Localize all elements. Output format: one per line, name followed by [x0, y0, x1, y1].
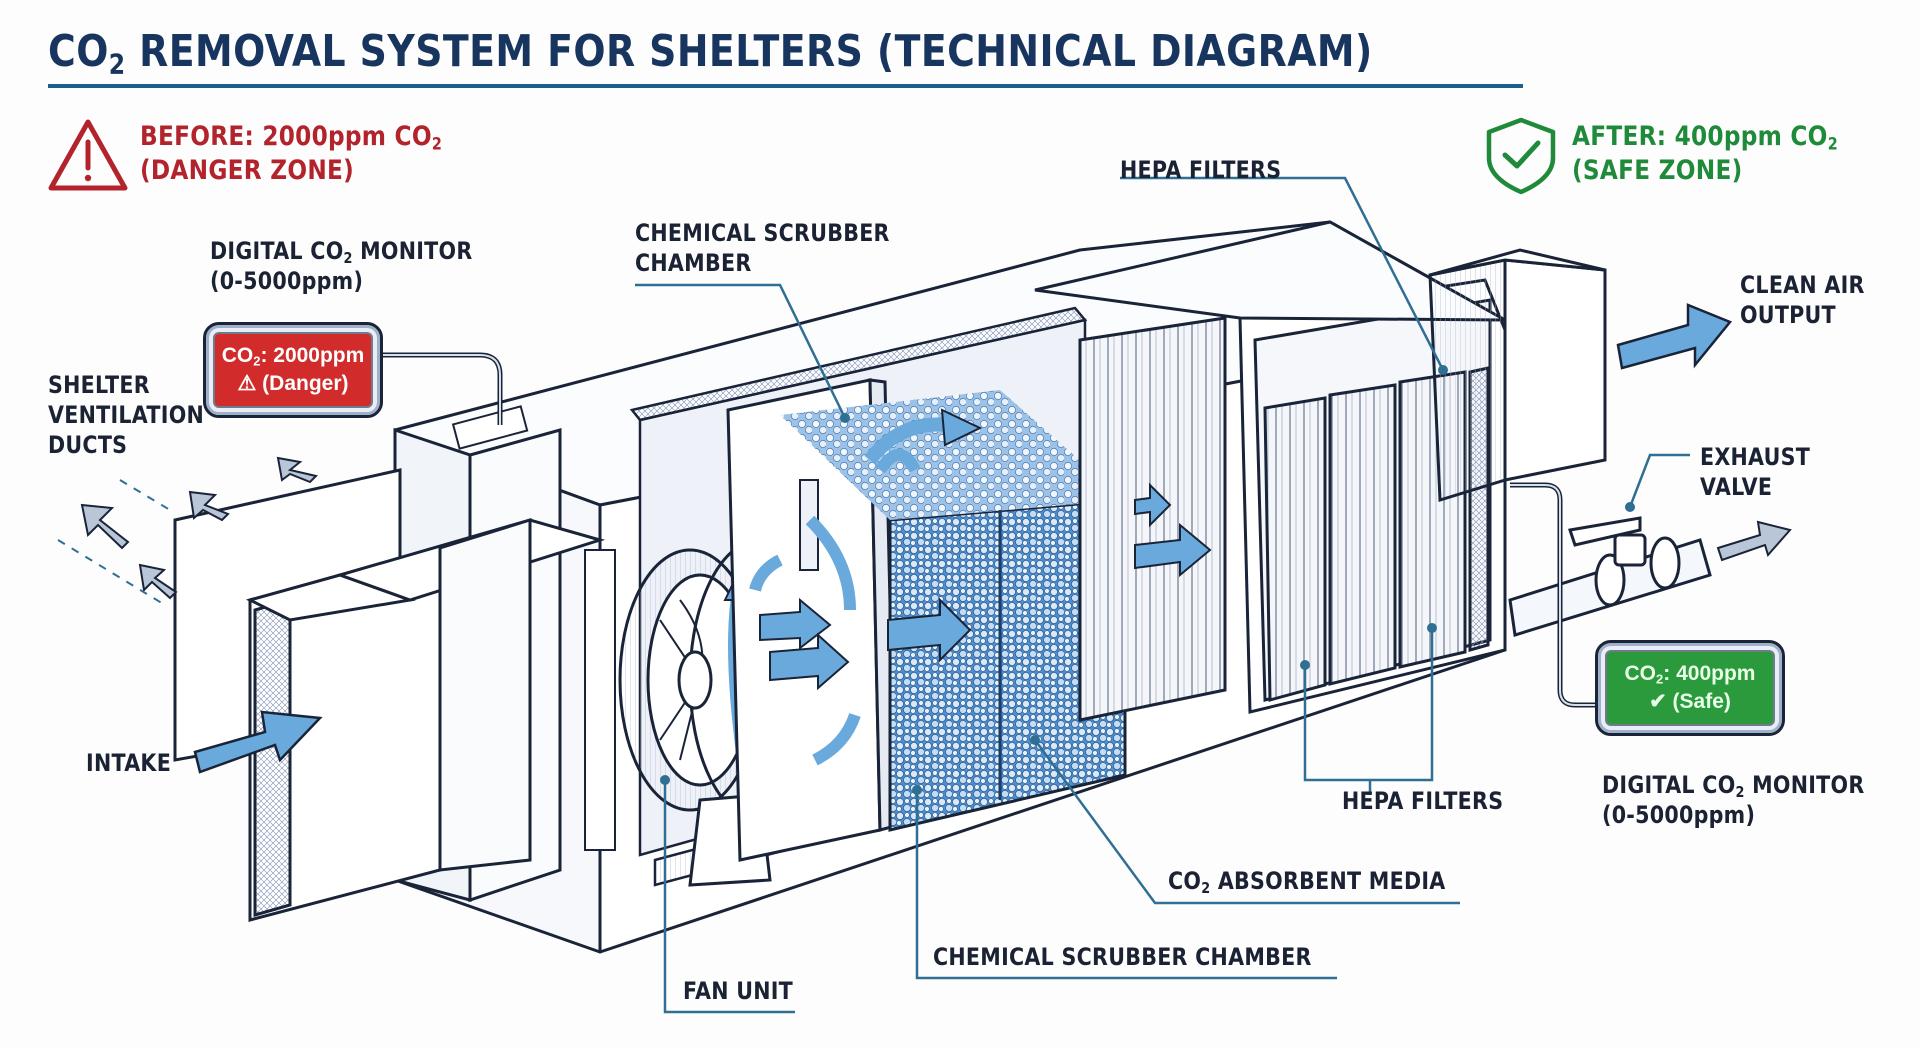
title-text-co: CO — [48, 26, 109, 77]
monitor-right-subscript: 2 — [1735, 783, 1745, 802]
shield-check-icon — [1486, 117, 1556, 195]
media-top-curved-arrow — [864, 417, 951, 465]
monitor-left-title: DIGITAL CO — [210, 237, 344, 265]
media-flow-arrow — [887, 597, 972, 663]
before-line2: (DANGER ZONE) — [140, 155, 355, 186]
label-fan-unit: FAN UNIT — [683, 977, 794, 1005]
label-digital-monitor-right: DIGITAL CO2 MONITOR (0-5000ppm) — [1602, 770, 1864, 830]
before-subscript: 2 — [431, 133, 443, 154]
monitor-left-title-suffix: MONITOR — [352, 237, 473, 265]
after-subscript: 2 — [1827, 133, 1838, 154]
after-status: AFTER: 400ppm CO2 (SAFE ZONE) — [1572, 120, 1838, 188]
label-digital-monitor-left: DIGITAL CO2 MONITOR (0-5000ppm) — [210, 236, 472, 296]
shelter-line2: VENTILATION — [48, 401, 205, 429]
exhaust-line1: EXHAUST — [1700, 443, 1811, 471]
label-clean-air-output: CLEAN AIR OUTPUT — [1740, 270, 1865, 330]
fan-to-baffle-arrows — [759, 597, 850, 691]
clean-air-line1: CLEAN AIR — [1740, 271, 1865, 299]
before-status: BEFORE: 2000ppm CO2 (DANGER ZONE) — [140, 120, 442, 188]
title-underline — [48, 84, 1523, 88]
right-screen-subscript: 2 — [1656, 671, 1664, 687]
monitor-screen-danger: CO2: 2000ppm ⚠ (Danger) — [213, 332, 373, 408]
exhaust-pipe — [1508, 516, 1712, 637]
co2-monitor-before: CO2: 2000ppm ⚠ (Danger) — [203, 322, 383, 418]
before-line1: BEFORE: 2000ppm CO — [140, 121, 432, 152]
intake-duct — [173, 468, 606, 922]
monitor-right-title: DIGITAL CO — [1602, 771, 1736, 799]
label-chemical-scrubber-bottom: CHEMICAL SCRUBBER CHAMBER — [933, 943, 1312, 971]
after-line2: (SAFE ZONE) — [1572, 155, 1743, 186]
label-hepa-filters-bottom: HEPA FILTERS — [1342, 787, 1504, 815]
co2-monitor-after: CO2: 400ppm ✔ (Safe) — [1595, 640, 1785, 736]
title-subscript: 2 — [108, 49, 126, 81]
exhaust-line2: VALVE — [1700, 473, 1773, 501]
baffle-swirl-arrows — [749, 515, 861, 766]
chem-top-line2: CHAMBER — [635, 249, 752, 277]
left-screen-co: CO — [221, 344, 254, 367]
leader-dots — [660, 365, 1635, 795]
right-screen-reading: : 400ppm — [1663, 662, 1756, 685]
label-chemical-scrubber-top: CHEMICAL SCRUBBER CHAMBER — [635, 218, 890, 278]
housing-sensor-panel — [451, 405, 529, 450]
label-co2-absorbent-media: CO2 ABSORBENT MEDIA — [1168, 866, 1446, 896]
page-title: CO2 REMOVAL SYSTEM FOR SHELTERS (TECHNIC… — [48, 26, 1373, 79]
clean-air-arrow — [1616, 303, 1733, 370]
label-shelter-ventilation-ducts: SHELTER VENTILATION DUCTS — [48, 370, 204, 460]
absorbent-subscript: 2 — [1201, 879, 1211, 898]
shelter-line1: SHELTER — [48, 371, 150, 399]
label-hepa-filters-top: HEPA FILTERS — [1120, 156, 1282, 184]
right-screen-status: (Safe) — [1672, 690, 1731, 713]
absorbent-co: CO — [1168, 867, 1202, 895]
shelter-line3: DUCTS — [48, 431, 128, 459]
checkmark-icon: ✔ — [1649, 690, 1667, 713]
chem-top-line1: CHEMICAL SCRUBBER — [635, 219, 890, 247]
intake-arrow — [193, 710, 323, 774]
monitor-right-range: (0-5000ppm) — [1602, 801, 1756, 829]
right-screen-co: CO — [1624, 662, 1657, 685]
monitor-left-subscript: 2 — [343, 249, 353, 268]
shelter-vent-arrows — [80, 456, 318, 600]
warning-triangle-icon — [48, 119, 128, 191]
left-screen-subscript: 2 — [253, 353, 261, 369]
exhaust-flow-arrow — [1716, 520, 1792, 562]
shelter-vent-dashes — [57, 479, 171, 606]
leader-lines — [635, 176, 1690, 1014]
left-screen-status: (Danger) — [262, 372, 349, 395]
label-exhaust-valve: EXHAUST VALVE — [1700, 442, 1810, 502]
outlet-duct — [1428, 248, 1607, 503]
left-screen-reading: : 2000ppm — [260, 344, 365, 367]
warning-triangle-icon: ⚠ — [237, 372, 257, 395]
monitor-left-range: (0-5000ppm) — [210, 267, 364, 295]
media-to-filter-arrows — [1134, 482, 1212, 578]
after-line1: AFTER: 400ppm CO — [1572, 121, 1828, 152]
monitor-right-title-suffix: MONITOR — [1744, 771, 1865, 799]
monitor-screen-safe: CO2: 400ppm ✔ (Safe) — [1605, 650, 1775, 726]
clean-air-line2: OUTPUT — [1740, 301, 1836, 329]
absorbent-media-block — [780, 390, 1127, 832]
title-text-rest: REMOVAL SYSTEM FOR SHELTERS (TECHNICAL D… — [125, 26, 1373, 77]
label-intake: INTAKE — [86, 749, 172, 777]
absorbent-text: ABSORBENT MEDIA — [1210, 867, 1446, 895]
